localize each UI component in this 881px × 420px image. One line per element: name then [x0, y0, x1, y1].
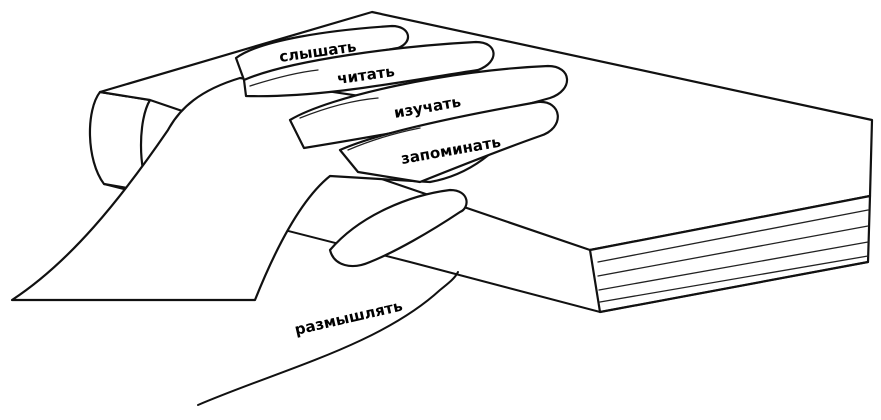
hand: [12, 26, 567, 405]
thumb: [330, 190, 467, 266]
label-thumb: размышлять: [293, 297, 404, 339]
